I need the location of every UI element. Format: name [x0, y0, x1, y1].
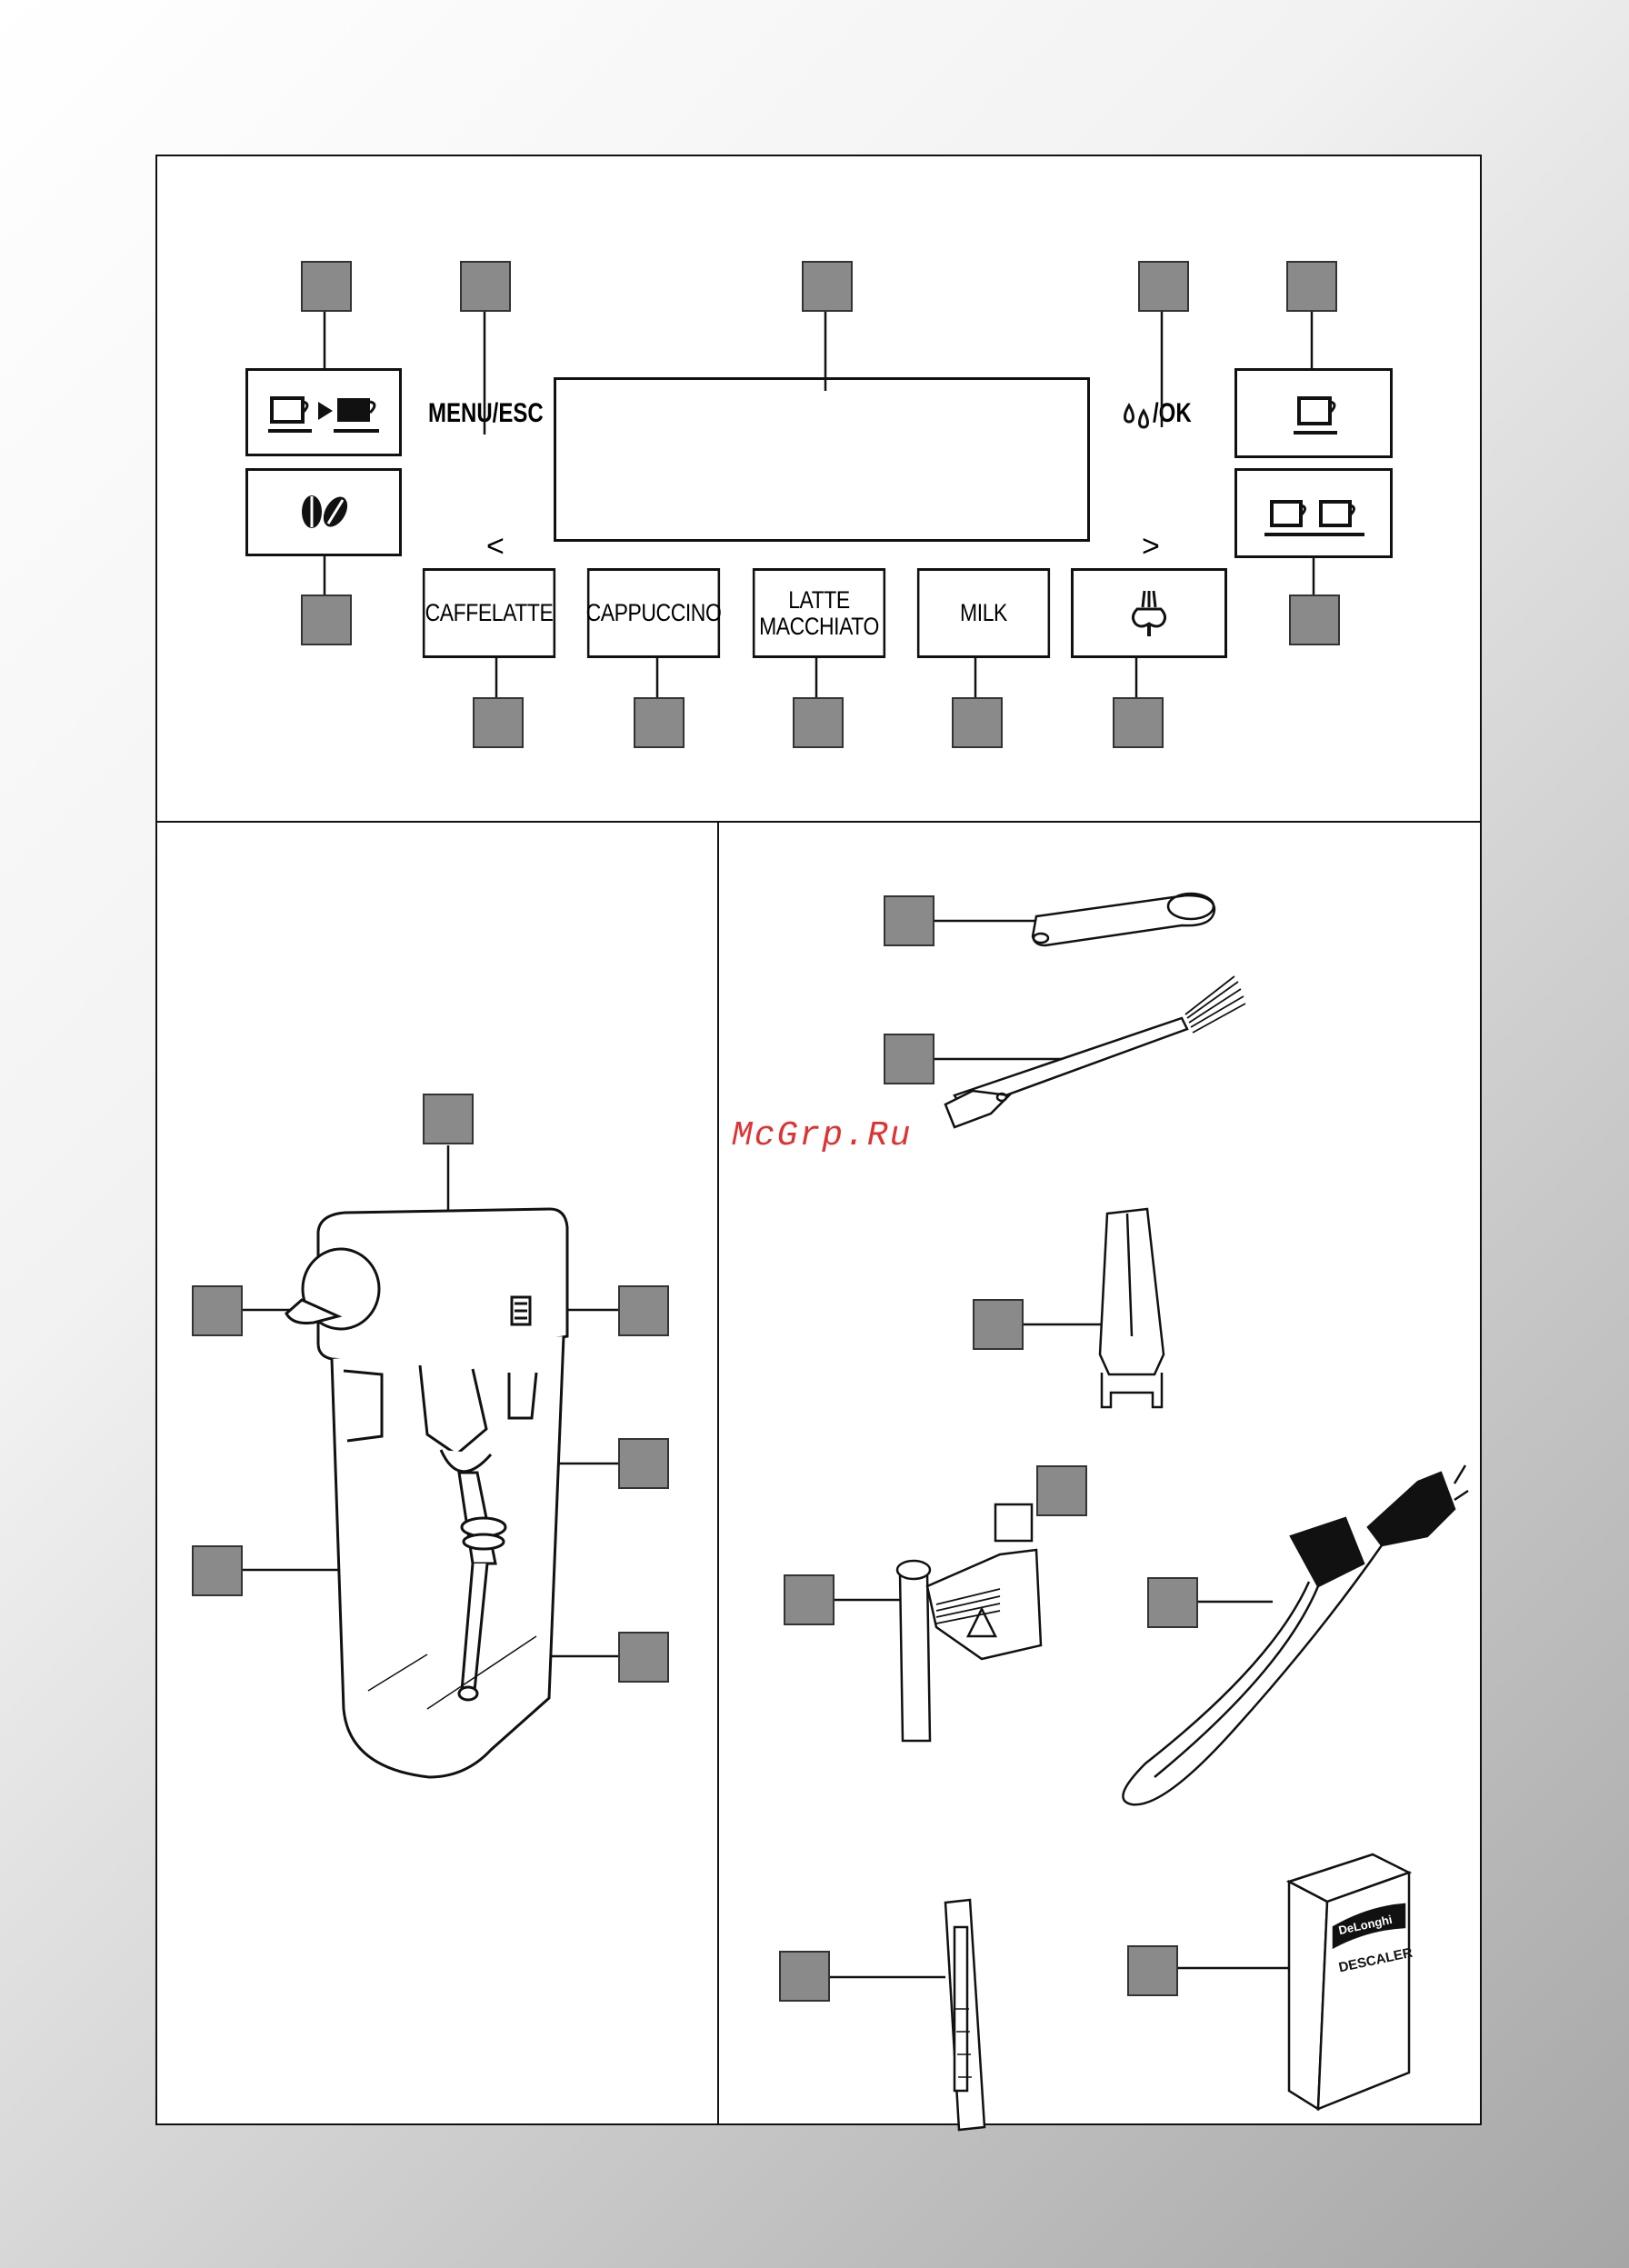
callout-square [618, 1632, 669, 1683]
callout-square [618, 1438, 669, 1489]
callout-square [618, 1285, 669, 1336]
callout-square [1036, 1465, 1087, 1516]
callout-square [784, 1574, 834, 1625]
callout-square [192, 1545, 243, 1596]
callout-square [192, 1285, 243, 1336]
callout-square [884, 1034, 934, 1084]
watermark-text: McGrp.Ru [732, 1116, 912, 1155]
callout-square [423, 1094, 474, 1144]
callout-square [884, 895, 934, 946]
callout-square [779, 1951, 830, 2002]
callout-square [1147, 1577, 1198, 1628]
callout-square [973, 1299, 1024, 1350]
callout-square [1127, 1945, 1178, 1996]
